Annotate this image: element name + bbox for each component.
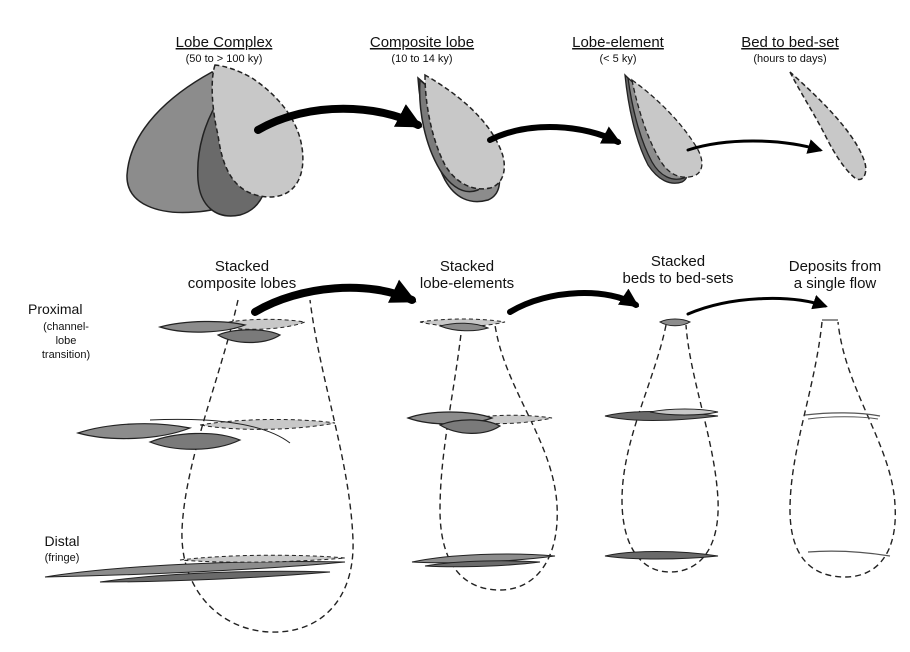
arrow-section2-to-section3: [507, 288, 640, 315]
proximal-sub3: transition): [42, 349, 90, 361]
distal-lens-3: [179, 554, 346, 563]
arrow-complex-to-composite: [254, 104, 423, 134]
section-line1: Stacked: [440, 258, 494, 275]
proximal-lens-dark: [157, 320, 247, 333]
scale-lobe-complex-header: Lobe Complex (50 to > 100 ky): [176, 34, 273, 65]
proximal-label: Proximal (channel- lobe transition): [28, 301, 90, 361]
section-header-lobe-elements: Stacked lobe-elements: [420, 258, 514, 292]
arrow-section1-to-section2: [251, 279, 417, 316]
funnel-single-flow: [789, 319, 896, 578]
section-line2: a single flow: [794, 275, 877, 292]
funnel-outline: [181, 299, 354, 633]
composite-lobe-shape: [417, 73, 506, 203]
middle-lens-light: [649, 408, 719, 416]
section-header-beds: Stacked beds to bed-sets: [623, 253, 734, 287]
funnel-outline: [439, 324, 558, 591]
composite-lobe-light: [424, 73, 506, 190]
scale-duration: (10 to 14 ky): [391, 53, 452, 65]
funnel-outline: [789, 321, 896, 578]
arrow-composite-to-element: [487, 124, 622, 145]
funnel-beds: [604, 318, 719, 573]
section-line2: composite lobes: [188, 275, 296, 292]
distal-lens-2: [424, 560, 541, 568]
scale-title: Composite lobe: [370, 34, 474, 51]
distal-lens-2: [99, 570, 331, 583]
middle-bed-2: [807, 416, 879, 420]
middle-lens-darker: [148, 432, 242, 450]
proximal-title: Proximal: [28, 301, 82, 317]
section-line1: Deposits from: [789, 258, 882, 275]
proximal-lens-dark: [438, 322, 490, 332]
distal-label: Distal (fringe): [44, 533, 79, 564]
funnel-outline: [621, 324, 719, 573]
distal-lens-1: [44, 561, 346, 578]
funnel-lobe-elements: [406, 318, 558, 591]
scale-title: Bed to bed-set: [741, 34, 839, 51]
bed-shape: [789, 71, 867, 181]
section-line2: lobe-elements: [420, 275, 514, 292]
lobe-element-shape: [624, 73, 703, 184]
distal-sub: (fringe): [45, 552, 80, 564]
proximal-sub1: (channel-: [43, 321, 89, 333]
section-header-composite-lobes: Stacked composite lobes: [188, 258, 296, 292]
section-line1: Stacked: [651, 253, 705, 270]
lobe-complex-shape: [126, 64, 304, 217]
section-line2: beds to bed-sets: [623, 270, 734, 287]
scale-bed-header: Bed to bed-set (hours to days): [741, 34, 839, 65]
bed-plan: [789, 71, 867, 181]
scale-title: Lobe Complex: [176, 34, 273, 51]
proximal-sub2: lobe: [56, 335, 77, 347]
scale-title: Lobe-element: [572, 34, 665, 51]
scale-duration: (hours to days): [753, 53, 826, 65]
distal-lens: [604, 551, 719, 560]
middle-lens-darker: [438, 419, 502, 434]
arrow-section3-to-section4: [686, 295, 828, 316]
middle-lens-dark: [75, 423, 193, 440]
proximal-lens: [658, 318, 692, 327]
scale-duration: (50 to > 100 ky): [186, 53, 263, 65]
section-line1: Stacked: [215, 258, 269, 275]
distal-bed: [807, 550, 891, 557]
funnel-composite-lobes: [44, 299, 354, 633]
proximal-lens-darker: [216, 329, 282, 344]
middle-bed: [804, 412, 881, 417]
middle-lens-light: [199, 418, 336, 430]
distal-title: Distal: [44, 533, 79, 549]
lobe-element-layer-light: [631, 78, 703, 178]
section-header-single-flow: Deposits from a single flow: [789, 258, 882, 292]
middle-lens-line: [149, 418, 291, 444]
scale-composite-lobe-header: Composite lobe (10 to 14 ky): [370, 34, 474, 65]
scale-duration: (< 5 ky): [600, 53, 637, 65]
arrow-element-to-bed: [686, 139, 823, 154]
scale-lobe-element-header: Lobe-element (< 5 ky): [572, 34, 665, 65]
